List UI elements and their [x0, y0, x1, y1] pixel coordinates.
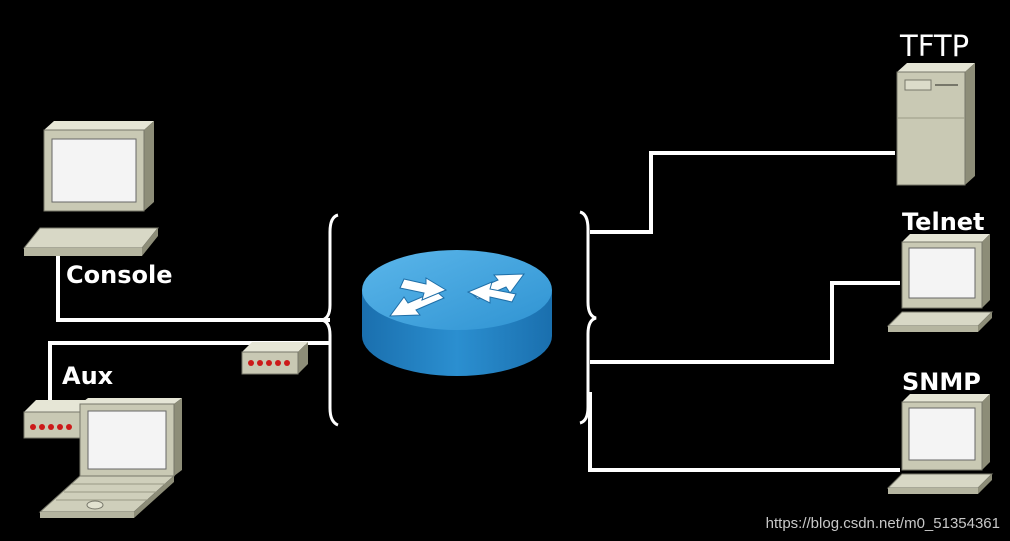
tftp-label: TFTP [899, 29, 969, 63]
console-computer-icon [22, 121, 160, 256]
connection-lines [48, 151, 900, 472]
snmp-computer-icon [886, 394, 994, 494]
console-cable [56, 240, 330, 322]
router-icon [362, 250, 552, 376]
aux-cable [48, 341, 330, 410]
tftp-server-icon [896, 63, 975, 186]
aux-modem-icon [241, 342, 308, 375]
left-brace [321, 213, 339, 427]
watermark: https://blog.csdn.net/m0_51354361 [766, 515, 1000, 532]
snmp-link [588, 392, 900, 472]
telnet-link [590, 281, 900, 364]
snmp-label: SNMP [902, 368, 981, 396]
tftp-link [590, 151, 895, 234]
laptop-icon [38, 398, 182, 518]
telnet-computer-icon [886, 234, 994, 332]
console-label: Console [66, 261, 172, 289]
right-brace [579, 210, 597, 425]
telnet-label: Telnet [902, 208, 985, 236]
aux-label: Aux [62, 362, 114, 390]
